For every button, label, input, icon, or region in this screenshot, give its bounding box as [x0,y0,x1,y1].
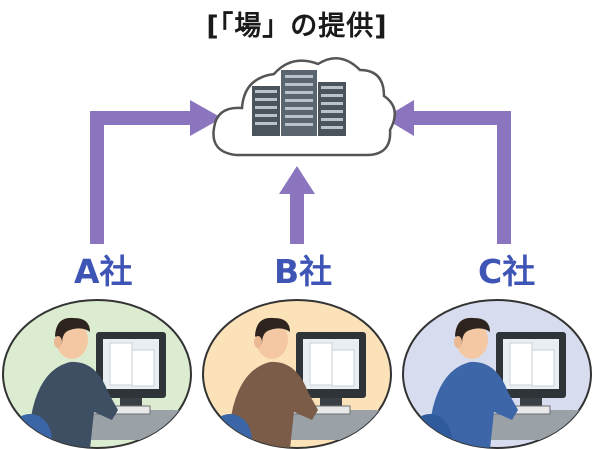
company-a-illustration [2,299,192,449]
company-b-illustration [202,299,392,449]
diagram-title: [「場」の提供] [206,11,388,42]
company-c-label: C社 [478,252,536,291]
arrow-c [384,100,511,244]
company-c-illustration [402,299,592,449]
company-b-label: B社 [274,252,333,291]
server-rack-icon [252,70,346,136]
arrow-a [90,100,222,244]
arrow-b [279,166,315,244]
company-a-label: A社 [74,252,133,291]
